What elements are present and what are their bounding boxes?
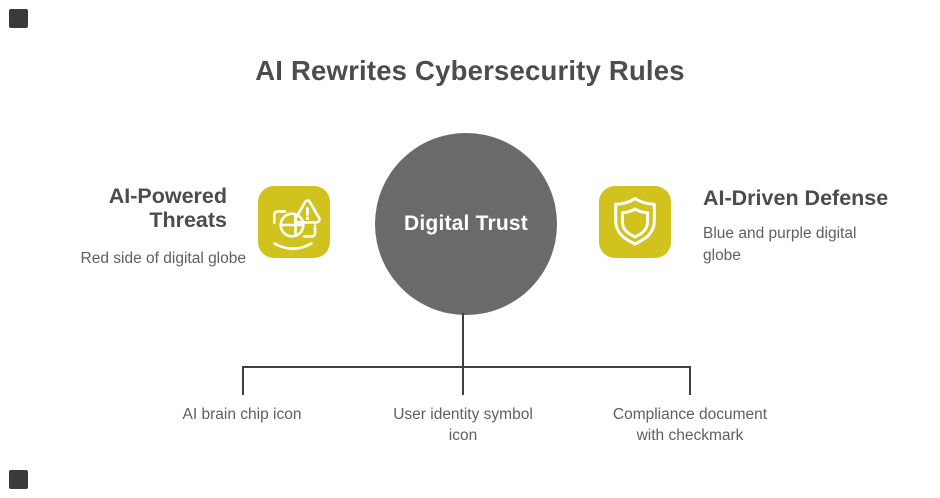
left-card-description: Red side of digital globe: [80, 250, 246, 267]
right-card-heading: AI-Driven Defense: [703, 186, 889, 210]
branch-label-brain-chip: AI brain chip icon: [182, 406, 302, 423]
shield-icon: [599, 186, 671, 258]
corner-accent-top-left: [9, 9, 28, 28]
threats-icon-tile: [258, 186, 330, 258]
corner-accent-bottom-left: [9, 470, 28, 489]
hub-label: Digital Trust: [404, 212, 528, 235]
left-card-heading: AI-Powered Threats: [108, 184, 227, 232]
globe-scan-warning-icon: [258, 186, 330, 258]
hub-stem-connector: [462, 313, 464, 368]
digital-trust-hub: Digital Trust: [375, 133, 557, 315]
right-card-description: Blue and purple digital globe: [703, 225, 857, 264]
defense-icon-tile: [599, 186, 671, 258]
branch-drop-center: [462, 366, 464, 395]
page-title: AI Rewrites Cybersecurity Rules: [255, 55, 685, 86]
branch-label-user-identity: User identity symbol icon: [393, 406, 533, 444]
branch-drop-right: [689, 366, 691, 395]
branch-drop-left: [242, 366, 244, 395]
branch-horizontal-connector: [242, 366, 691, 368]
branch-label-compliance: Compliance document with checkmark: [612, 406, 768, 444]
